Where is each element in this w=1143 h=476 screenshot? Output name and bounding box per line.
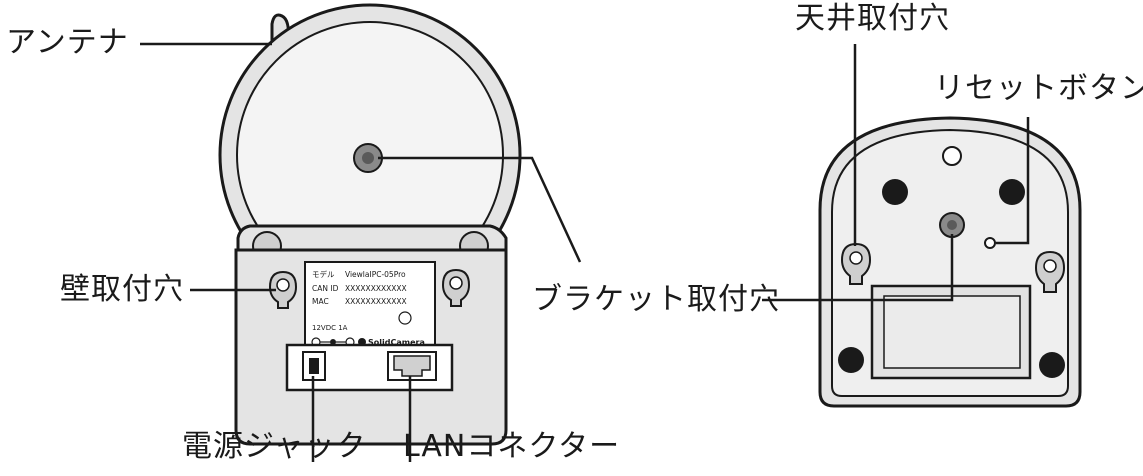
label-power-jack: 電源ジャック [182,429,367,464]
sticker-can-value: XXXXXXXXXXXX [345,284,407,293]
ceiling-keyhole-left [840,242,872,285]
camera-bottom-view [818,116,1082,408]
reset-button [984,237,996,249]
label-wall-hole: 壁取付穴 [60,272,184,307]
sticker-mac-value: XXXXXXXXXXXX [345,297,407,306]
power-jack [302,351,326,381]
lan-port [387,351,437,381]
sticker-power-rating: 12VDC 1A [312,324,348,332]
leader-reset [996,117,1030,245]
label-ceiling-hole: 天井取付穴 [795,1,950,36]
screw-hole-lower-right [1039,352,1065,378]
screw-hole-upper-left [882,179,908,205]
label-antenna: アンテナ [6,25,129,60]
leader-bracket-bottom [762,234,954,302]
polarity-symbol-icon [311,337,355,347]
sticker-model-caption: モデル [312,269,335,279]
label-bracket-hole: ブラケット取付穴 [532,282,780,317]
sticker-model-value: ViewlaIPC-05Pro [345,270,406,279]
leader-lines [140,42,1030,462]
screw-hole-upper-right [999,179,1025,205]
leader-bracket-back [378,156,582,263]
wall-keyhole-right [441,268,471,307]
label-reset-button: リセットボタン [934,71,1143,106]
screw-hole-lower-left [838,347,864,373]
certification-mark-icon [398,311,412,325]
label-lan-connector: LANコネクター [403,429,621,464]
ceiling-keyhole-right [1034,250,1066,293]
label-sticker: モデル ViewlaIPC-05Pro CAN ID XXXXXXXXXXXX … [304,261,436,353]
sticker-can-caption: CAN ID [312,284,339,293]
sticker-mac-caption: MAC [312,297,329,306]
wall-keyhole-left [268,270,298,309]
camera-back-view: モデル ViewlaIPC-05Pro CAN ID XXXXXXXXXXXX … [218,3,522,446]
sticker-brand: SolidCamera [368,338,425,347]
